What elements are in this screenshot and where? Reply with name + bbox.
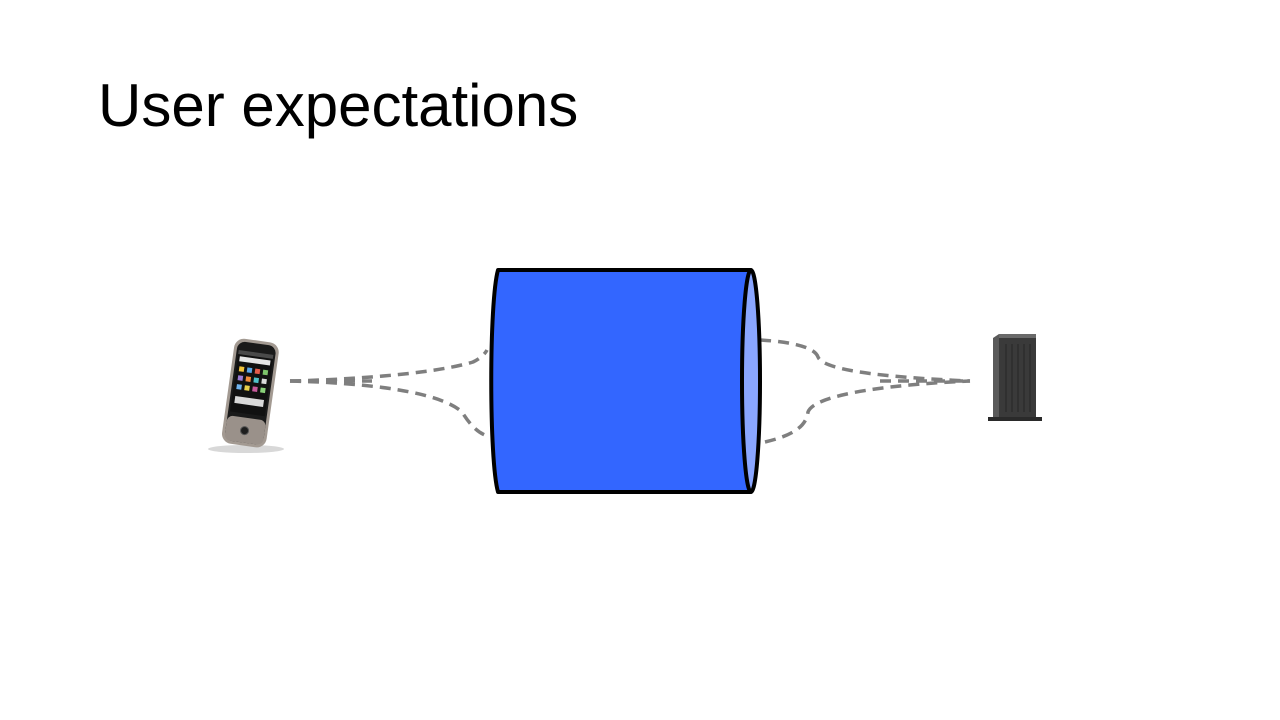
- tower-server-icon: [988, 334, 1042, 421]
- pipe-body: [489, 268, 752, 494]
- server-top: [999, 334, 1036, 338]
- server-vents: [1005, 344, 1031, 412]
- server-base: [988, 417, 1042, 421]
- connector-line-upper-left: [289, 349, 489, 383]
- pipe-opening: [740, 268, 762, 494]
- connector-line-lower-left: [289, 379, 491, 439]
- server-side-panel: [993, 334, 999, 420]
- client-connector-lines: [289, 349, 491, 439]
- phone-app-grid: [234, 366, 269, 407]
- smartphone-icon: [208, 338, 284, 453]
- phone-trackball: [240, 426, 250, 436]
- pipe-cylinder: [489, 268, 762, 494]
- phone-status-bar: [238, 350, 274, 359]
- slide-title: User expectations: [98, 72, 579, 139]
- phone-shadow: [208, 445, 284, 453]
- phone-search-bar: [239, 356, 271, 366]
- connector-line-upper-right: [759, 338, 971, 383]
- connector-line-lower-right: [764, 379, 971, 444]
- backend-connector-lines: [759, 338, 971, 444]
